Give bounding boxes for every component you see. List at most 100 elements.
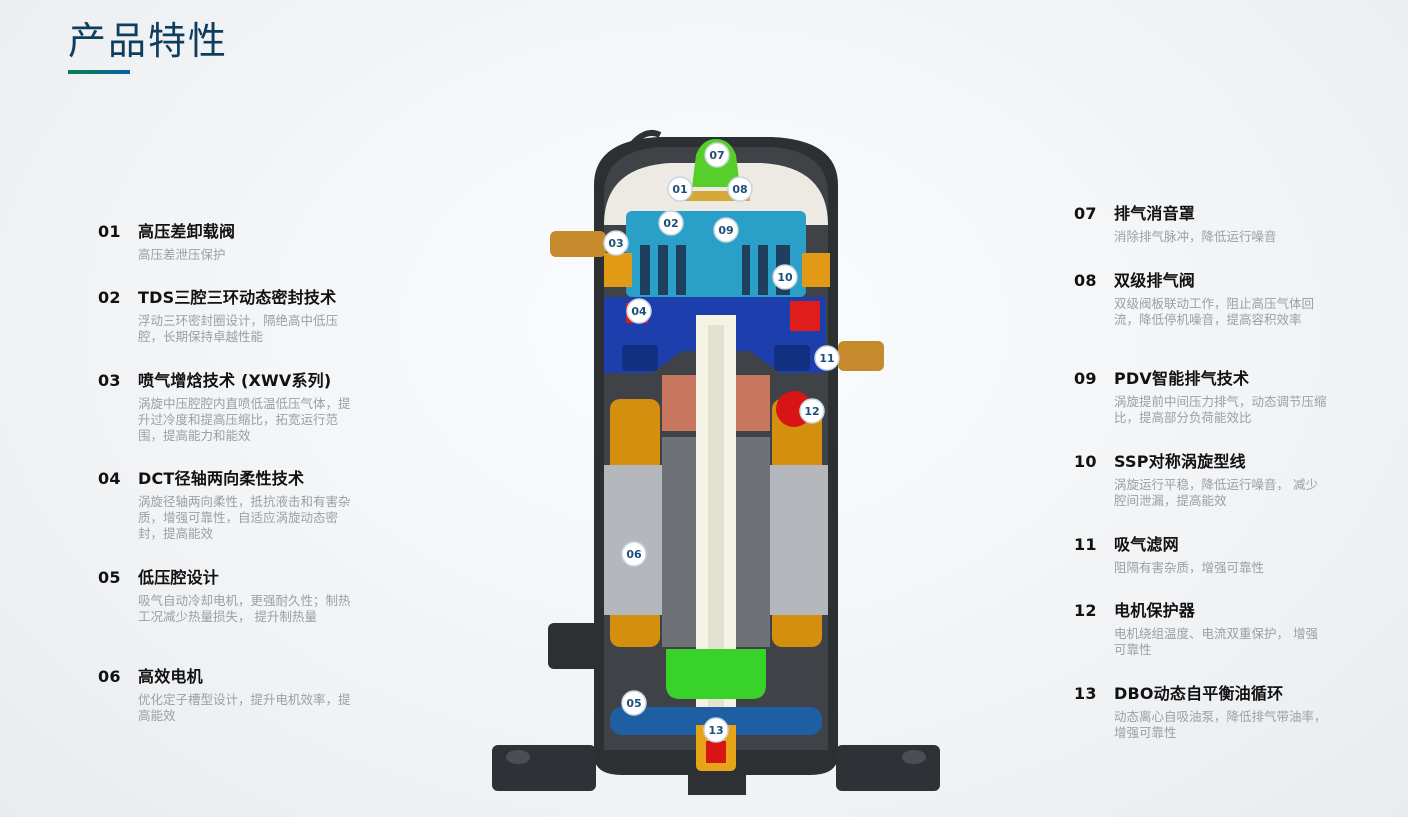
badge-label: 06 xyxy=(626,548,642,561)
housing-block xyxy=(622,345,658,371)
badge-label: 05 xyxy=(626,697,641,710)
callout-badge: 01 xyxy=(667,176,693,202)
suction-fitting xyxy=(838,341,884,371)
feature-number: 10 xyxy=(1074,452,1097,471)
feature-title: 双级排气阀 xyxy=(1114,271,1196,290)
callout-badge: 04 xyxy=(626,298,652,324)
compressor-cutaway-diagram: 07 01 08 02 09 03 10 04 11 12 06 05 13 xyxy=(492,130,940,795)
seal-ring-right xyxy=(802,253,830,287)
callout-badge: 09 xyxy=(713,217,739,243)
callout-badge: 10 xyxy=(772,264,798,290)
badge-label: 01 xyxy=(672,183,687,196)
callout-badge: 07 xyxy=(704,142,730,168)
feature-title: 电机保护器 xyxy=(1114,601,1196,620)
badge-label: 11 xyxy=(819,352,834,365)
feature-item: 05 低压腔设计 吸气自动冷却电机，更强耐久性；制热工况减少热量损失， 提升制热量 xyxy=(98,564,368,625)
stator-core-right xyxy=(766,465,828,615)
feature-item: 08 双级排气阀 双级阀板联动工作，阻止高压气体回流，降低停机噪音，提高容积效率 xyxy=(1074,267,1344,328)
bearing-bush-right xyxy=(736,375,770,431)
badge-label: 13 xyxy=(708,724,723,737)
badge-label: 12 xyxy=(804,405,819,418)
feature-description: 高压差泄压保护 xyxy=(138,247,226,262)
feature-description: 动态离心自吸油泵，降低排气带油率，增强可靠性 xyxy=(1114,709,1327,740)
callout-badge: 12 xyxy=(799,398,825,424)
feature-item: 01 高压差卸载阀 高压差泄压保护 xyxy=(98,218,368,263)
feature-number: 13 xyxy=(1074,684,1097,703)
feature-number: 02 xyxy=(98,288,121,307)
mount-hole xyxy=(902,750,926,764)
callout-badge: 06 xyxy=(621,541,647,567)
oil-pump-core xyxy=(706,741,726,763)
feature-title: 吸气滤网 xyxy=(1114,535,1179,554)
badge-label: 07 xyxy=(709,149,724,162)
feature-title: 喷气增焓技术 (XWV系列) xyxy=(138,371,332,390)
feature-description: 涡旋提前中间压力排气，动态调节压缩比，提高部分负荷能效比 xyxy=(1114,394,1327,425)
badge-label: 04 xyxy=(631,305,647,318)
oil-channel xyxy=(708,325,724,735)
feature-title: 高效电机 xyxy=(138,667,203,686)
feature-title: 排气消音罩 xyxy=(1114,204,1196,223)
callout-badge: 02 xyxy=(658,210,684,236)
feature-description: 电机绕组温度、电流双重保护， 增强可靠性 xyxy=(1114,626,1318,657)
base-foot-right xyxy=(836,745,940,791)
callout-badge: 03 xyxy=(603,230,629,256)
feature-title: DBO动态自平衡油循环 xyxy=(1114,684,1284,703)
feature-description: 阻隔有害杂质，增强可靠性 xyxy=(1114,560,1265,575)
feature-number: 12 xyxy=(1074,601,1097,620)
bearing-bush-left xyxy=(662,375,696,431)
feature-description: 消除排气脉冲，降低运行噪音 xyxy=(1114,229,1277,244)
mount-hole xyxy=(506,750,530,764)
discharge-valve-plate xyxy=(684,191,750,201)
feature-description: 涡旋中压腔腔内直喷低温低压气体，提升过冷度和提高压缩比，拓宽运行范围，提高能力和… xyxy=(138,396,351,443)
feature-item: 11 吸气滤网 阻隔有害杂质，增强可靠性 xyxy=(1074,531,1344,576)
base-foot-left xyxy=(492,745,596,791)
feature-item: 07 排气消音罩 消除排气脉冲，降低运行噪音 xyxy=(1074,200,1344,245)
badge-label: 09 xyxy=(718,224,733,237)
rotor-right xyxy=(736,437,770,647)
feature-number: 05 xyxy=(98,568,121,587)
badge-label: 10 xyxy=(777,271,793,284)
feature-description: 涡旋径轴两向柔性，抵抗液击和有害杂质，增强可靠性，自适应涡旋动态密封，提高能效 xyxy=(138,494,351,541)
feature-number: 07 xyxy=(1074,204,1097,223)
feature-number: 08 xyxy=(1074,271,1097,290)
injection-fitting xyxy=(550,231,606,257)
seal-red xyxy=(790,301,820,331)
feature-number: 11 xyxy=(1074,535,1097,554)
feature-title: 低压腔设计 xyxy=(138,568,220,587)
feature-number: 06 xyxy=(98,667,121,686)
feature-description: 涡旋运行平稳，降低运行噪音， 减少腔间泄漏，提高能效 xyxy=(1114,477,1318,508)
feature-description: 优化定子槽型设计，提升电机效率，提高能效 xyxy=(138,692,351,723)
feature-item: 12 电机保护器 电机绕组温度、电流双重保护， 增强可靠性 xyxy=(1074,597,1344,658)
feature-title: PDV智能排气技术 xyxy=(1114,369,1250,388)
feature-description: 吸气自动冷却电机，更强耐久性；制热工况减少热量损失， 提升制热量 xyxy=(138,593,351,624)
feature-item: 02 TDS三腔三环动态密封技术 浮动三环密封圈设计，隔绝高中低压腔，长期保持卓越… xyxy=(98,284,368,345)
feature-title: 高压差卸载阀 xyxy=(138,222,236,241)
callout-badge: 11 xyxy=(814,345,840,371)
rotor-left xyxy=(662,437,696,647)
feature-description: 浮动三环密封圈设计，隔绝高中低压腔，长期保持卓越性能 xyxy=(138,313,339,344)
badge-label: 08 xyxy=(732,183,747,196)
feature-number: 01 xyxy=(98,222,121,241)
callout-badge: 05 xyxy=(621,690,647,716)
feature-title: DCT径轴两向柔性技术 xyxy=(138,469,305,488)
feature-item: 06 高效电机 优化定子槽型设计，提升电机效率，提高能效 xyxy=(98,663,368,724)
feature-title: TDS三腔三环动态密封技术 xyxy=(138,288,337,307)
feature-number: 03 xyxy=(98,371,121,390)
feature-description: 双级阀板联动工作，阻止高压气体回流，降低停机噪音，提高容积效率 xyxy=(1114,296,1315,327)
callout-badge: 13 xyxy=(703,717,729,743)
seal-ring-left xyxy=(604,253,632,287)
feature-number: 09 xyxy=(1074,369,1097,388)
badge-label: 03 xyxy=(608,237,623,250)
title-underline xyxy=(68,70,130,74)
feature-title: SSP对称涡旋型线 xyxy=(1114,452,1246,471)
feature-number: 04 xyxy=(98,469,121,488)
feature-item: 10 SSP对称涡旋型线 涡旋运行平稳，降低运行噪音， 减少腔间泄漏，提高能效 xyxy=(1074,448,1344,509)
stator-core-left xyxy=(604,465,666,615)
terminal-box xyxy=(548,623,604,669)
feature-item: 04 DCT径轴两向柔性技术 涡旋径轴两向柔性，抵抗液击和有害杂质，增强可靠性，自… xyxy=(98,465,368,542)
feature-item: 03 喷气增焓技术 (XWV系列) 涡旋中压腔腔内直喷低温低压气体，提升过冷度和提… xyxy=(98,367,368,444)
lower-bearing xyxy=(666,649,766,699)
callout-badge: 08 xyxy=(727,176,753,202)
page-title: 产品特性 xyxy=(68,19,229,63)
housing-block xyxy=(774,345,810,371)
